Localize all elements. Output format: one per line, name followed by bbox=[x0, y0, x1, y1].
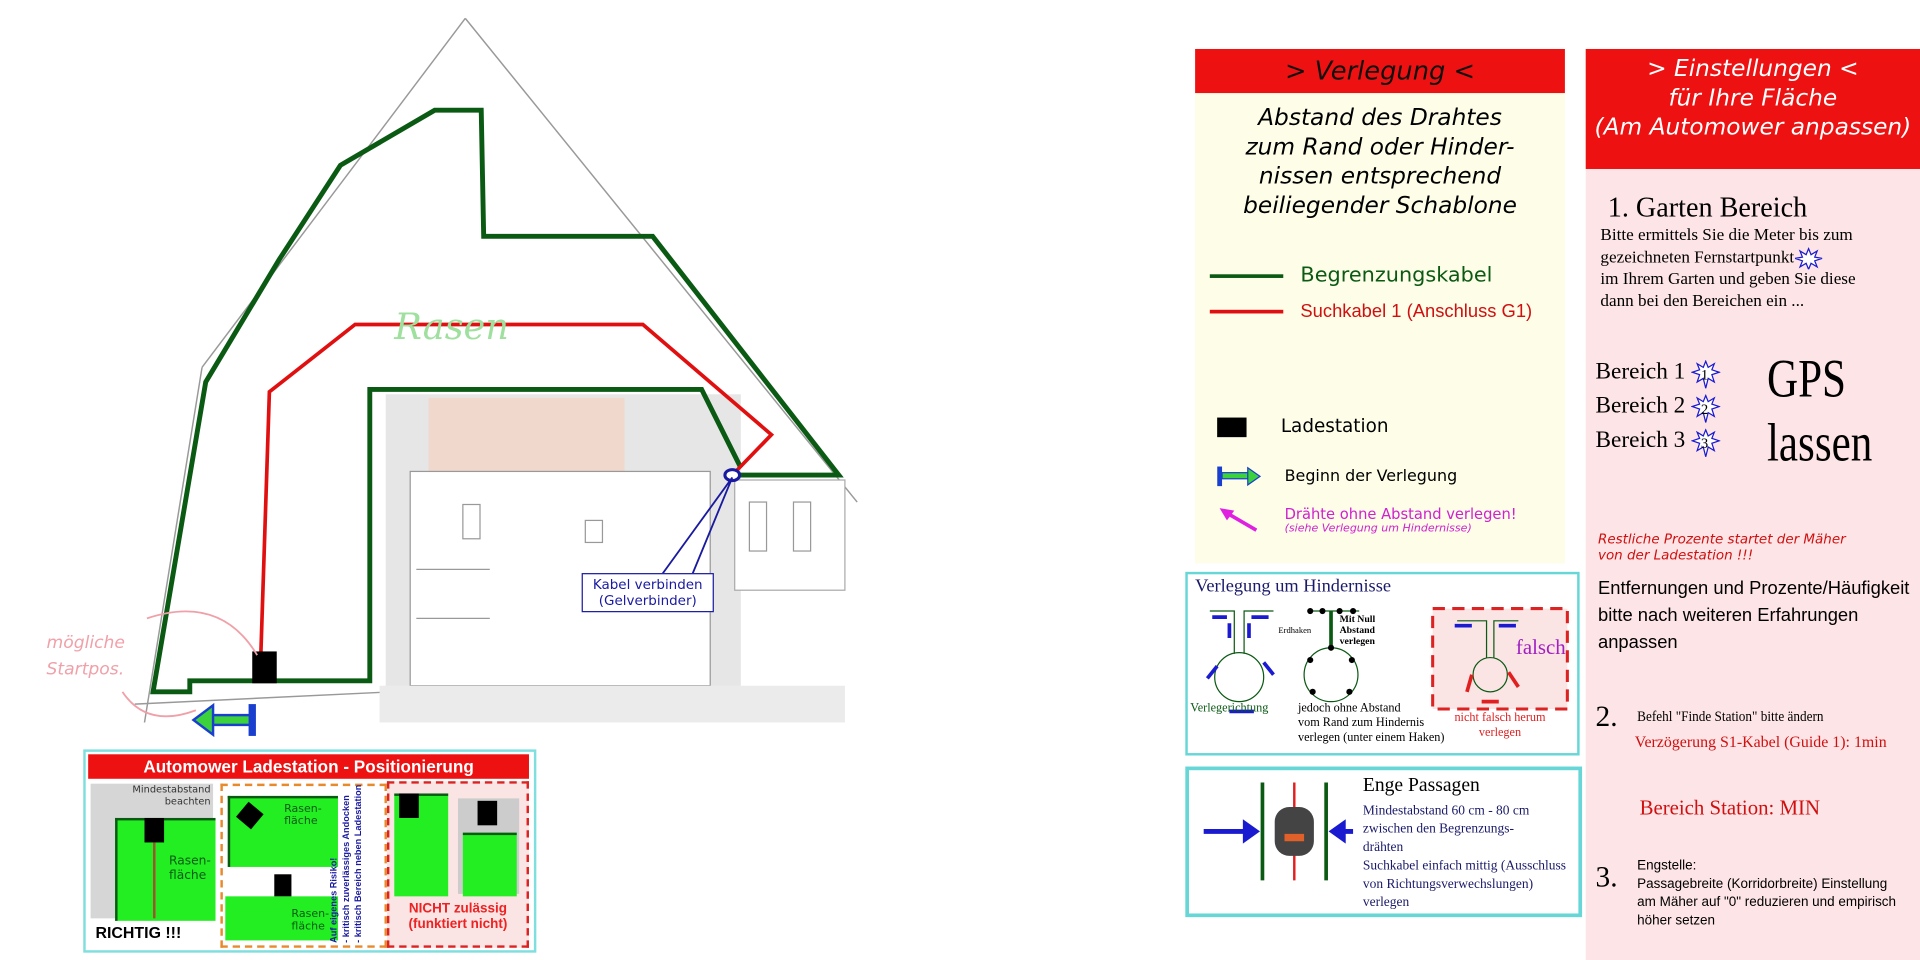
risky-examples: Rasen-fläche Rasen-fläche Auf eigenes Ri… bbox=[220, 783, 387, 948]
legend-start: Beginn der Verlegung bbox=[1217, 463, 1457, 487]
correct-label: RICHTIG !!! bbox=[95, 923, 182, 942]
settings-title: > Einstellungen <für Ihre Fläche(Am Auto… bbox=[1585, 48, 1920, 169]
not-allowed-examples: NICHT zulässig(funktiert nicht) bbox=[386, 781, 529, 948]
section3-number: 3. bbox=[1595, 862, 1618, 894]
guide-cable bbox=[258, 322, 775, 656]
charging-station-positioning: Automower Ladestation - Positionierung M… bbox=[83, 749, 537, 953]
station-icon bbox=[477, 800, 498, 826]
start-arrow-icon bbox=[1217, 465, 1262, 486]
start-note-curve bbox=[146, 610, 258, 656]
station-icon bbox=[1217, 416, 1247, 437]
area-item: Bereich 1 1 bbox=[1596, 355, 1721, 389]
red-line-icon bbox=[1209, 309, 1284, 314]
charging-station-icon bbox=[252, 651, 277, 684]
callout-line: Kabel verbinden bbox=[592, 576, 703, 593]
legend-station: Ladestation bbox=[1217, 414, 1388, 437]
section2-number: 2. bbox=[1595, 701, 1618, 734]
section2-station: Bereich Station: MIN bbox=[1639, 795, 1820, 820]
lawn-label: Rasen bbox=[394, 306, 509, 349]
station-icon bbox=[274, 874, 292, 897]
station-icon bbox=[399, 793, 419, 818]
station-icon bbox=[144, 817, 165, 843]
legend-guide: Suchkabel 1 (Anschluss G1) bbox=[1209, 299, 1532, 322]
connector-callout: Kabel verbinden (Gelverbinder) bbox=[581, 573, 714, 613]
star-icon: 3 bbox=[1691, 428, 1721, 457]
obstacles-diagram bbox=[1205, 607, 1569, 714]
legend-no-gap: Drähte ohne Abstand verlegen!(siehe Verl… bbox=[1217, 506, 1517, 535]
legend-boundary: Begrenzungskabel bbox=[1209, 263, 1492, 288]
mower-passage-icon bbox=[1203, 782, 1354, 881]
hook-example bbox=[1303, 607, 1360, 703]
property-lines bbox=[134, 17, 858, 723]
start-position-note: mögliche Startpos. bbox=[47, 629, 125, 683]
section3-text: Engstelle:Passagebreite (Korridorbreite)… bbox=[1637, 858, 1897, 929]
building-sketch bbox=[379, 394, 846, 723]
section2-text: Befehl "Finde Station" bitte ändern bbox=[1637, 707, 1824, 725]
star-icon bbox=[1795, 246, 1823, 272]
verlegung-title: > Verlegung < bbox=[1195, 48, 1565, 94]
section1-title: 1. Garten Bereich bbox=[1607, 192, 1808, 223]
obstacles-title: Verlegung um Hindernisse bbox=[1195, 576, 1391, 597]
settings-panel: > Einstellungen <für Ihre Fläche(Am Auto… bbox=[1585, 48, 1920, 960]
area-item: Bereich 3 3 bbox=[1596, 424, 1721, 458]
start-arrow-icon bbox=[191, 702, 256, 738]
risk-note: Auf eigenes Risiko!- kritisch zuverlässi… bbox=[328, 784, 364, 943]
star-icon: 1 bbox=[1691, 359, 1721, 388]
connector-icon bbox=[723, 468, 742, 483]
not-allowed-label: NICHT zulässig(funktiert nicht) bbox=[408, 901, 508, 932]
callout-pointer bbox=[660, 477, 734, 577]
area-list: Bereich 1 1 Bereich 2 2 Bereich 3 3 bbox=[1596, 355, 1721, 458]
section2-delay: Verzögerung S1-Kabel (Guide 1): 1min bbox=[1634, 732, 1887, 751]
hook-label: Erdhaken bbox=[1278, 625, 1312, 636]
area-item: Bereich 2 2 bbox=[1596, 389, 1721, 423]
boundary-cable bbox=[150, 107, 844, 695]
magenta-arrow-icon bbox=[1219, 508, 1258, 532]
passages-title: Enge Passagen bbox=[1362, 775, 1480, 796]
green-line-icon bbox=[1209, 274, 1284, 278]
direction-example bbox=[1205, 610, 1275, 714]
narrow-passages-box: Enge Passagen Mindestabstand 60 cm - 80 … bbox=[1185, 766, 1583, 918]
section1-text: Bitte ermittels Sie die Meter bis zum ge… bbox=[1600, 226, 1856, 312]
callout-line: (Gelverbinder) bbox=[598, 592, 697, 609]
direction-label: Verlegerichtung bbox=[1190, 701, 1269, 716]
obstacles-box: Verlegung um Hindernisse Verlegerichtung… bbox=[1185, 571, 1580, 756]
lawn-label: Rasen-fläche bbox=[168, 854, 211, 883]
note-line: Startpos. bbox=[46, 660, 125, 680]
note-line: mögliche bbox=[46, 633, 125, 653]
wrong-label: falsch bbox=[1515, 635, 1566, 659]
start-note-curve bbox=[121, 691, 197, 718]
positioning-title: Automower Ladestation - Positionierung bbox=[88, 754, 529, 779]
star-icon: 2 bbox=[1691, 393, 1721, 423]
